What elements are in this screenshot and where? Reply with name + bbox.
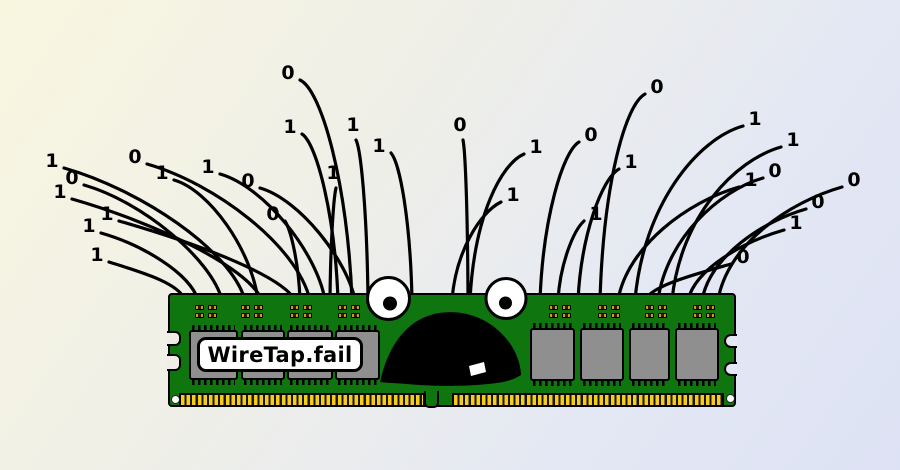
wire-curve — [538, 140, 581, 302]
wire-curve — [700, 207, 808, 302]
wire-curve — [556, 219, 586, 302]
bit-digit: 1 — [744, 168, 758, 191]
bit-digit: 1 — [45, 149, 59, 172]
bit-digit: 1 — [372, 134, 386, 157]
edge-notch — [167, 331, 181, 346]
smd-component-group — [338, 305, 360, 318]
pin-row-right — [452, 393, 724, 407]
bit-digit: 0 — [453, 113, 467, 136]
bit-digit: 1 — [589, 202, 603, 225]
bit-digit: 1 — [789, 211, 803, 234]
bit-digit: 1 — [82, 214, 96, 237]
pin-row-left — [179, 393, 425, 407]
wire-curve — [389, 151, 414, 302]
bit-digit: 0 — [266, 202, 280, 225]
wire-curve — [172, 178, 260, 302]
edge-notch — [724, 334, 737, 348]
wire-curve — [145, 162, 312, 302]
ram-module: WireTap.fail — [167, 293, 737, 408]
smd-component-group — [549, 305, 571, 318]
edge-notch — [724, 362, 737, 376]
smd-component-group — [598, 305, 620, 318]
bit-digit: 1 — [786, 128, 800, 151]
wire-curve — [616, 185, 741, 302]
smd-component-group — [693, 305, 715, 318]
wire-curve — [354, 138, 370, 302]
bit-digit: 1 — [201, 155, 215, 178]
wire-curve — [450, 200, 503, 302]
bit-digit: 1 — [90, 243, 104, 266]
bit-digit: 0 — [768, 159, 782, 182]
memory-chip — [675, 323, 719, 386]
wire-curve — [598, 92, 647, 302]
label-sticker: WireTap.fail — [197, 337, 363, 372]
mounting-hole — [171, 395, 180, 404]
bit-digit: 0 — [128, 145, 142, 168]
wire-curve — [468, 152, 526, 302]
wire-curve — [82, 183, 224, 302]
bit-digit: 0 — [584, 123, 598, 146]
bit-digit: 1 — [529, 135, 543, 158]
bit-digit: 1 — [748, 107, 762, 130]
smd-component-group — [241, 305, 263, 318]
wire-curve — [283, 219, 302, 302]
bit-digit: 1 — [624, 150, 638, 173]
memory-chip — [580, 323, 624, 386]
bit-digit: 1 — [100, 202, 114, 225]
sticker-text: WireTap.fail — [207, 342, 353, 367]
wire-curve — [62, 166, 247, 302]
wire-curve — [670, 145, 783, 302]
bit-digit: 1 — [155, 161, 169, 184]
bit-digit: 0 — [847, 168, 861, 191]
bit-digit: 0 — [241, 169, 255, 192]
bit-digit: 0 — [811, 190, 825, 213]
bit-digit: 1 — [326, 161, 340, 184]
bit-digit: 1 — [53, 180, 67, 203]
wire-curve — [99, 231, 200, 302]
bit-digit: 0 — [281, 61, 295, 84]
bit-digit: 0 — [650, 75, 664, 98]
memory-chip — [629, 323, 670, 386]
wire-curve — [461, 138, 470, 302]
wire-curve — [117, 219, 297, 302]
wire-curve — [633, 124, 745, 302]
bit-digit: 1 — [283, 115, 297, 138]
wire-curve — [328, 186, 338, 302]
memory-chip — [530, 323, 575, 386]
bit-digit: 1 — [346, 113, 360, 136]
mounting-hole — [726, 394, 735, 403]
bit-digit: 0 — [65, 166, 79, 189]
smd-component-group — [290, 305, 312, 318]
wire-curve — [298, 78, 354, 302]
edge-notch — [167, 354, 181, 371]
bit-digit: 0 — [736, 245, 750, 268]
wire-curve — [300, 132, 340, 302]
wire-curve — [716, 185, 844, 302]
bit-digit: 1 — [506, 183, 520, 206]
key-notch — [424, 391, 439, 408]
smd-component-group — [195, 305, 217, 318]
smd-component-group — [645, 305, 667, 318]
